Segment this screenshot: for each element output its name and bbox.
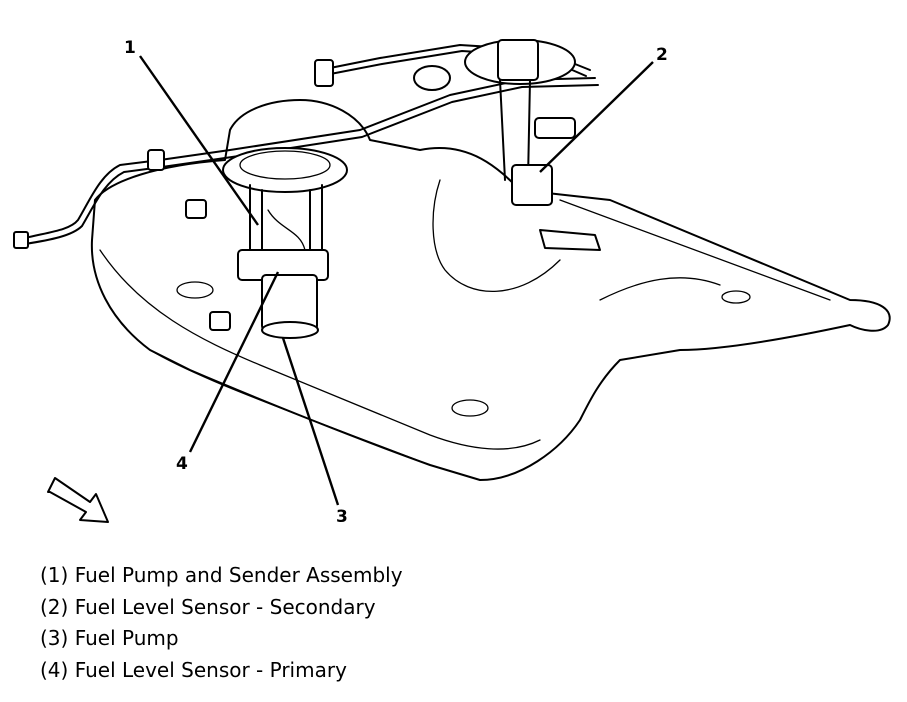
- fuel-tank-diagram: 1 2 3 4: [13, 38, 891, 527]
- fuel-lines: [13, 44, 599, 249]
- legend-item-3: (3) Fuel Pump: [40, 626, 179, 650]
- direction-arrow-icon: [47, 477, 109, 523]
- callout-1: 1: [124, 38, 136, 58]
- callout-2: 2: [656, 45, 668, 65]
- fuel-tank-body: [90, 99, 891, 481]
- leader-2: [539, 61, 654, 173]
- legend-list: (1) Fuel Pump and Sender Assembly (2) Fu…: [40, 560, 403, 686]
- legend-item-1: (1) Fuel Pump and Sender Assembly: [40, 563, 403, 587]
- callout-4: 4: [176, 454, 188, 474]
- leader-4: [188, 271, 280, 453]
- leader-3: [281, 337, 340, 506]
- leader-1: [139, 55, 259, 226]
- secondary-sender-module: [413, 39, 601, 251]
- legend-item-4: (4) Fuel Level Sensor - Primary: [40, 657, 347, 682]
- callout-leaders: [139, 55, 654, 506]
- callout-3: 3: [336, 507, 348, 527]
- legend-item-2: (2) Fuel Level Sensor - Secondary: [40, 594, 376, 619]
